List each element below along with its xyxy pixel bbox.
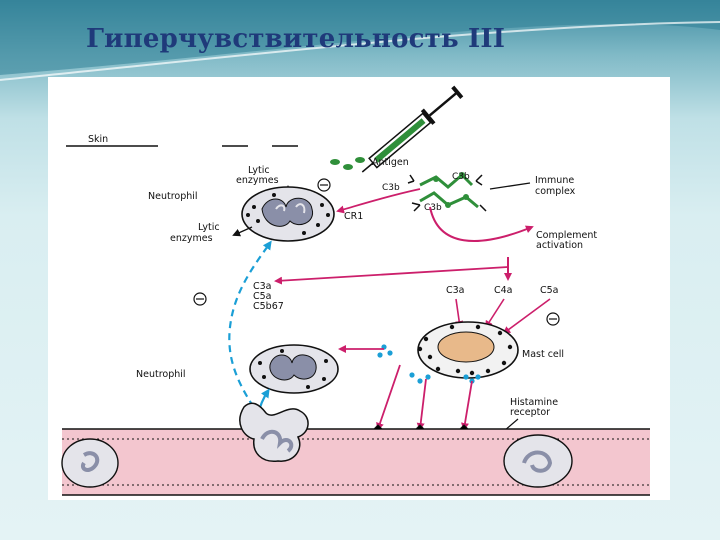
neutrophil-migration-path <box>228 240 272 418</box>
skin-label: Skin <box>88 134 108 145</box>
c4a-right-label: C4a <box>494 285 513 296</box>
neutrophil-top-cell <box>241 186 335 242</box>
c5a-left-label: C5a <box>253 291 272 302</box>
blood-cell-right <box>503 434 573 488</box>
neutrophil-bottom-label: Neutrophil <box>136 369 186 380</box>
c3b-label-top: C3b <box>452 172 470 182</box>
arrow-c4a-to-mast <box>484 298 505 329</box>
c3a-left-label: C3a <box>253 281 272 292</box>
immune-complex-pointer <box>489 182 531 190</box>
neutrophil-bottom-cell <box>249 344 339 394</box>
arrow-c5a-to-mast <box>502 298 551 335</box>
c3b-label-left: C3b <box>382 183 400 193</box>
histamine-receptor-label-line1: Histamine <box>510 397 558 408</box>
lytic-enzymes-top-label-line2: enzymes <box>236 175 279 186</box>
cr1-label: CR1 <box>344 211 363 222</box>
immune-complex-label-line2: complex <box>535 186 576 197</box>
immune-complex-label-line1: Immune <box>535 175 574 186</box>
immune-complex-icon <box>407 172 487 212</box>
inhibition-symbol-top <box>317 178 331 192</box>
lytic-enzymes-bottom-label-line2: enzymes <box>170 233 213 244</box>
arrow-histamine-1 <box>376 364 401 431</box>
antigen-particles <box>330 157 365 170</box>
arrow-complex-to-neutrophil <box>336 188 421 214</box>
histamine-receptor-label-line2: receptor <box>510 407 550 418</box>
complement-activation-label-line2: activation <box>536 240 583 251</box>
endothelial-receptors <box>373 424 469 430</box>
c3b-label-bottom: C3b <box>424 203 442 213</box>
mast-cell <box>377 321 519 384</box>
antigen-label: Antigen <box>372 157 409 168</box>
slide-title: Гиперчувствительность III <box>86 24 506 54</box>
lytic-enzymes-top-label-line1: Lytic <box>248 165 270 176</box>
c5a-right-label: C5a <box>540 285 559 296</box>
blood-cell-left <box>61 438 119 488</box>
neutrophil-diapedesis <box>239 402 309 462</box>
hypersensitivity-iii-diagram: Skin Antigen <box>48 77 670 500</box>
arrow-histamine-3 <box>461 380 473 431</box>
lytic-enzymes-bottom-arrow <box>232 226 253 237</box>
c3a-right-label: C3a <box>446 285 465 296</box>
inhibition-symbol-left <box>193 292 207 306</box>
mast-cell-label: Mast cell <box>522 349 564 360</box>
header-swoosh-decoration <box>0 0 720 81</box>
c5b67-label: C5b67 <box>253 301 284 312</box>
arrow-complement-activation-loop <box>429 206 534 242</box>
complement-activation-label-line1: Complement <box>536 230 597 241</box>
neutrophil-top-label: Neutrophil <box>148 191 198 202</box>
inhibition-symbol-right <box>546 312 560 326</box>
arrow-complement-to-c5b67 <box>274 266 509 285</box>
syringe-icon <box>361 85 464 173</box>
lytic-enzymes-bottom-label-line1: Lytic <box>198 222 220 233</box>
arrow-histamine-2 <box>416 378 427 431</box>
